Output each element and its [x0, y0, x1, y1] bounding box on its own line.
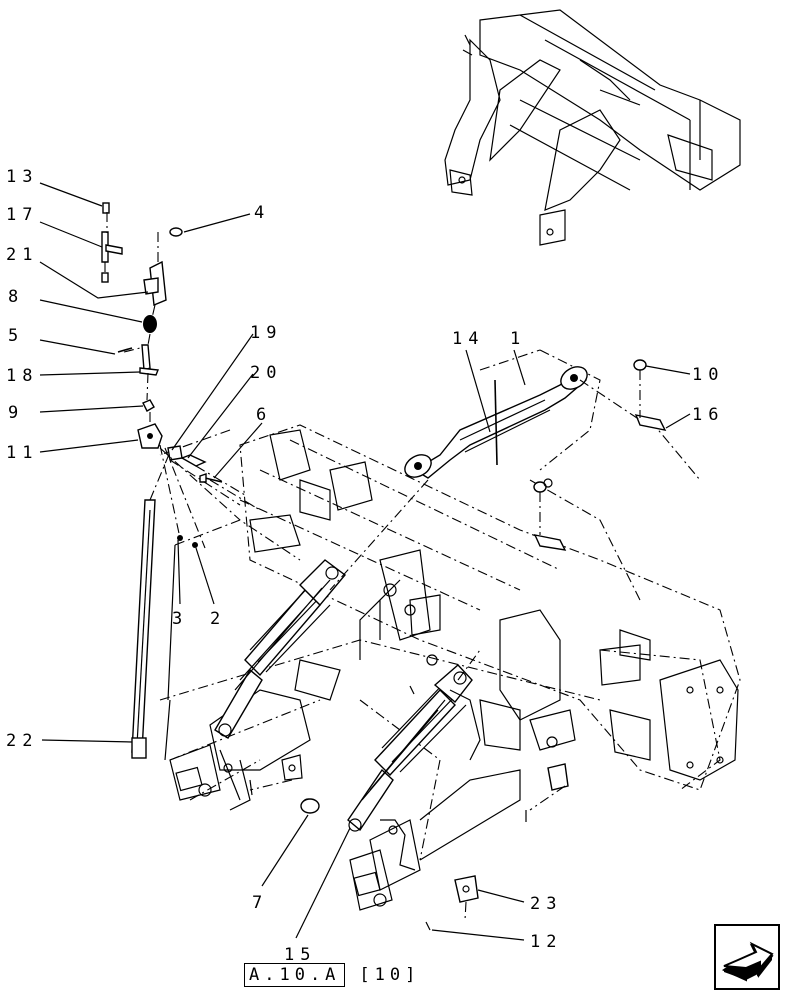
- next-page-button[interactable]: [714, 924, 780, 990]
- right-lift-assembly: [301, 654, 569, 931]
- callout-21: 21: [6, 245, 38, 265]
- callout-20: 20: [250, 363, 282, 383]
- callout-17: 17: [6, 205, 38, 225]
- callout-22: 22: [6, 731, 38, 751]
- callout-8: 8: [8, 287, 24, 307]
- leader-lines: [39, 182, 691, 941]
- callout-6: 6: [256, 405, 272, 425]
- callout-7: 7: [252, 893, 268, 913]
- callout-4: 4: [254, 203, 270, 223]
- callout-labels: 13 17 21 8 5 18 9 11 19 20 6 4 14 1 10 1…: [6, 167, 724, 965]
- assembly-axes: [104, 212, 641, 921]
- page-reference: [10]: [359, 965, 421, 985]
- callout-18: 18: [6, 366, 38, 386]
- small-parts: [101, 202, 667, 814]
- callout-5: 5: [8, 326, 24, 346]
- callout-1: 1: [510, 329, 526, 349]
- arrow-icon: [721, 941, 774, 982]
- callout-14: 14: [452, 329, 484, 349]
- callout-13: 13: [6, 167, 38, 187]
- callout-12: 12: [530, 932, 562, 952]
- section-code: A.10.A: [244, 963, 346, 987]
- callout-2: 2: [210, 609, 226, 629]
- callout-23: 23: [530, 894, 562, 914]
- callout-16: 16: [692, 405, 724, 425]
- callout-11: 11: [6, 443, 38, 463]
- left-lift-assembly: [164, 544, 347, 811]
- callout-10: 10: [692, 365, 724, 385]
- callout-19: 19: [250, 323, 282, 343]
- callout-9: 9: [8, 403, 24, 423]
- section-reference[interactable]: A.10.A [10]: [244, 962, 420, 988]
- top-link: [404, 366, 588, 479]
- callout-15: 15: [284, 945, 316, 965]
- callout-3: 3: [172, 609, 188, 629]
- overview-inset: [444, 9, 741, 246]
